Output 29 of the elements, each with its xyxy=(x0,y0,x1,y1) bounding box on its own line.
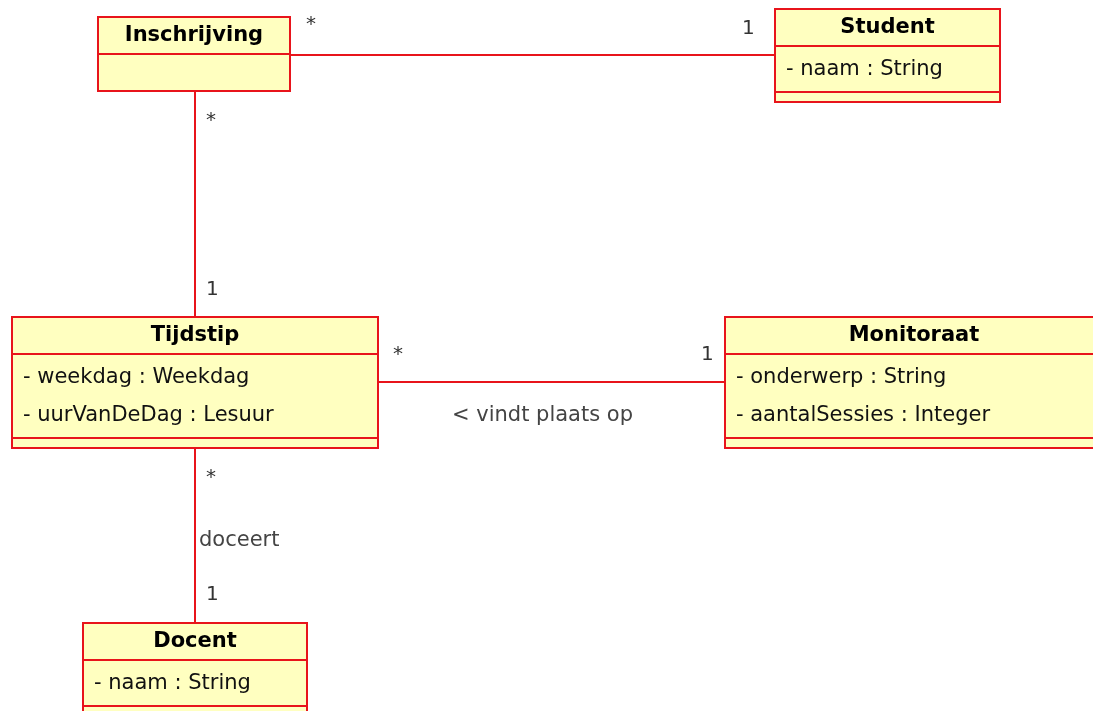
attribute: - uurVanDeDag : Lesuur xyxy=(23,401,274,428)
multiplicity: 1 xyxy=(701,342,714,364)
multiplicity: * xyxy=(306,12,316,34)
multiplicity: * xyxy=(206,465,216,487)
edge-label: < vindt plaats op xyxy=(452,402,633,426)
class-box xyxy=(774,8,1001,103)
multiplicity: 1 xyxy=(206,277,219,299)
association-line xyxy=(290,54,775,56)
attribute: - naam : String xyxy=(94,669,251,696)
multiplicity: 1 xyxy=(206,582,219,604)
association-line xyxy=(378,381,725,383)
class-box xyxy=(82,622,308,711)
attribute: - weekdag : Weekdag xyxy=(23,363,250,390)
class-box xyxy=(11,316,379,449)
class-box xyxy=(724,316,1093,449)
multiplicity: 1 xyxy=(742,16,755,38)
class-name: Tijdstip xyxy=(13,318,377,355)
class-name: Monitoraat xyxy=(726,318,1093,355)
association-line xyxy=(194,448,196,623)
attribute: - onderwerp : String xyxy=(736,363,947,390)
multiplicity: * xyxy=(206,108,216,130)
multiplicity: * xyxy=(393,342,403,364)
attribute: - aantalSessies : Integer xyxy=(736,401,991,428)
class-name: Docent xyxy=(84,624,306,661)
class-box xyxy=(97,16,291,92)
class-name: Student xyxy=(776,10,999,47)
association-line xyxy=(194,91,196,317)
attribute: - naam : String xyxy=(786,55,943,82)
class-name: Inschrijving xyxy=(99,18,289,55)
